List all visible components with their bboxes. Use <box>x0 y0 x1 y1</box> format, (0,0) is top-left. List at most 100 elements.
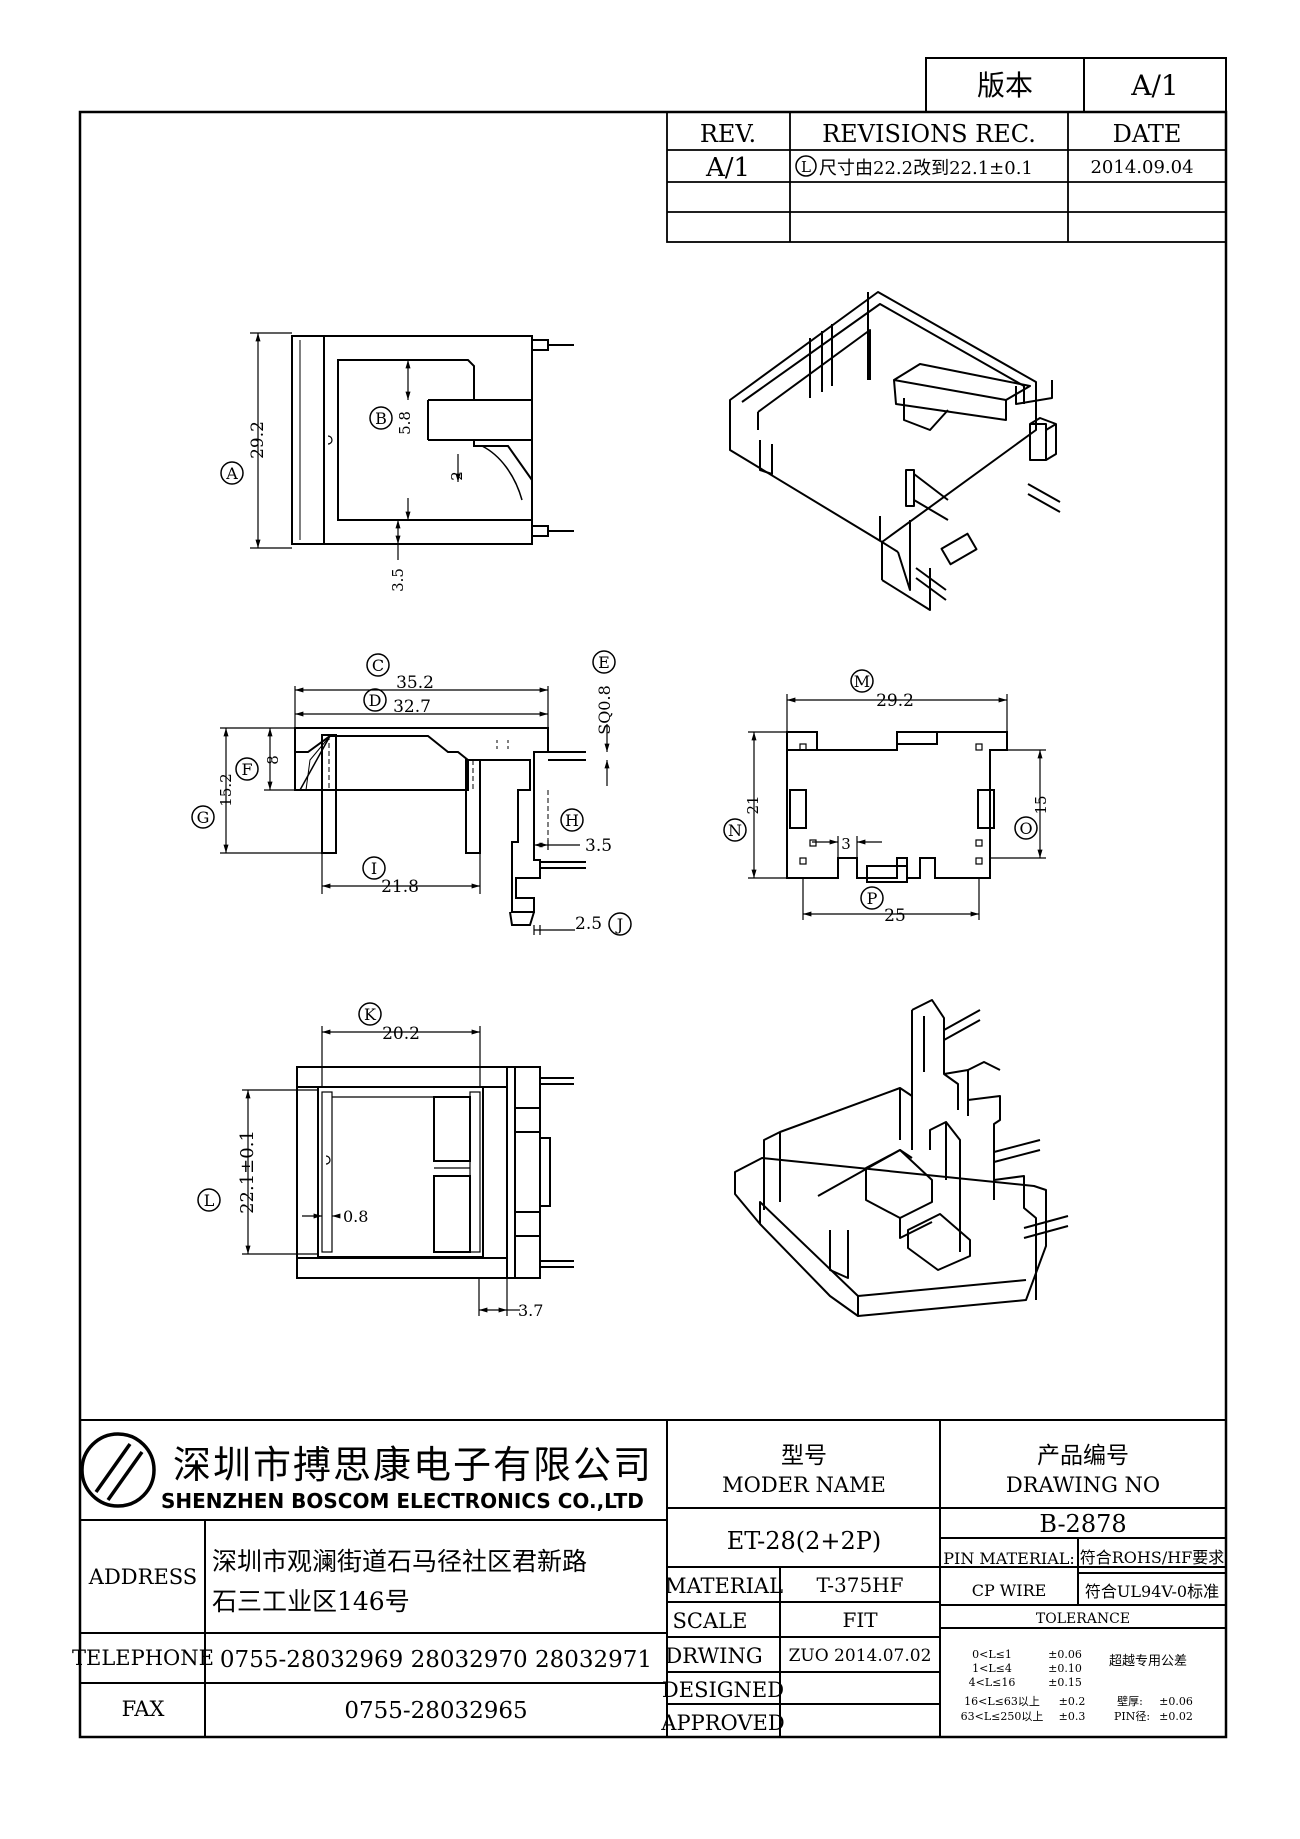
dim-b-circle <box>369 406 393 430</box>
dim-c-value: 35.2 <box>396 673 434 693</box>
dim-m-value: 29.2 <box>876 691 914 711</box>
tolerance-range: 4<L≤16 <box>969 1676 1016 1689</box>
view-top <box>296 1066 574 1279</box>
dim-l-value: 22.1±0.1 <box>237 1130 258 1214</box>
designed-label: DESIGNED <box>662 1678 784 1702</box>
model-label-en: MODER NAME <box>722 1473 886 1497</box>
drwing-label: DRWING <box>665 1644 762 1668</box>
version-value: A/1 <box>1130 69 1178 102</box>
dim-2-value: 2 <box>448 471 466 481</box>
pin-material-value: CP WIRE <box>972 1581 1047 1600</box>
dim-k-circle <box>358 1002 382 1026</box>
dim-b-letter: B <box>375 409 387 428</box>
view-top-dimensions <box>242 1026 520 1316</box>
dim-m-letter: M <box>854 672 870 691</box>
dim-l08-value: 0.8 <box>343 1207 368 1226</box>
dim-d-circle <box>363 688 387 712</box>
drawing-label-cn: 产品编号 <box>1037 1443 1129 1469</box>
dim-e-letter: E <box>598 653 610 672</box>
rev-header: REV. <box>700 120 756 148</box>
dim-n-letter: N <box>728 821 742 840</box>
view-side <box>294 727 586 926</box>
dim-o-circle <box>1014 816 1038 840</box>
tolerance-table: 0<L≤1 ±0.06 1<L≤4 ±0.10 4<L≤16 ±0.15 16<… <box>961 1648 1193 1723</box>
revision-date: 2014.09.04 <box>1090 157 1193 178</box>
dim-i-letter: I <box>371 859 377 878</box>
dim-p-value: 25 <box>884 906 906 926</box>
date-header: DATE <box>1113 120 1182 148</box>
dim-l-circle <box>197 1188 221 1212</box>
dim-g-circle <box>191 805 215 829</box>
view-bottom-dimensions <box>748 694 1046 920</box>
revisions-rec-header: REVISIONS REC. <box>822 120 1036 148</box>
address-line1: 深圳市观澜街道石马径社区君新路 <box>212 1547 587 1576</box>
dim-d-letter: D <box>369 691 382 710</box>
dim-c-circle <box>366 653 390 677</box>
drawing-no-value: B-2878 <box>1039 1510 1126 1538</box>
dim-e-circle <box>592 650 616 674</box>
view-front-dimensions <box>250 332 461 560</box>
dim-k-value: 20.2 <box>382 1024 420 1044</box>
address-line2: 石三工业区146号 <box>212 1587 410 1616</box>
tolerance-range: 1<L≤4 <box>972 1662 1012 1675</box>
dim-p-letter: P <box>867 889 878 908</box>
pin-label: PIN径: <box>1114 1710 1150 1723</box>
company-name-cn: 深圳市搏思康电子有限公司 <box>173 1443 653 1487</box>
telephone-value: 0755-28032969 28032970 28032971 <box>220 1647 652 1673</box>
tolerance-label: TOLERANCE <box>1036 1611 1130 1627</box>
dim-n-circle <box>723 818 747 842</box>
fax-label: FAX <box>122 1697 165 1721</box>
title-block-grid <box>80 1419 1226 1737</box>
drawing-label-en: DRAWING NO <box>1006 1473 1160 1497</box>
dim-j-circle <box>608 912 632 936</box>
dim-i-value: 21.8 <box>381 877 419 897</box>
revision-marker-circle <box>795 155 817 177</box>
material-value: T-375HF <box>816 1573 903 1597</box>
dim-h-circle <box>560 808 584 832</box>
material-label: MATERIAL <box>665 1574 783 1598</box>
dim-f-value: 8 <box>264 755 282 765</box>
view-isometric-bottom <box>734 999 1069 1317</box>
dim-l-letter: L <box>204 1191 215 1210</box>
dim-35-value: 3.5 <box>389 568 407 592</box>
dim-i-circle <box>362 856 386 880</box>
wall-tol: ±0.06 <box>1159 1695 1193 1708</box>
dim-p-circle <box>860 886 884 910</box>
tolerance-value: ±0.10 <box>1048 1662 1082 1675</box>
drwing-value: ZUO 2014.07.02 <box>789 1646 932 1666</box>
version-box <box>925 57 1227 113</box>
sheet-border <box>78 110 1228 1739</box>
view-bottom <box>786 731 1008 883</box>
rev-value: A/1 <box>705 153 750 183</box>
tolerance-value: ±0.3 <box>1059 1710 1086 1723</box>
revision-table <box>666 111 1227 243</box>
company-name-en: SHENZHEN BOSCOM ELECTRONICS CO.,LTD <box>161 1489 644 1513</box>
dim-k-letter: K <box>364 1005 377 1024</box>
tolerance-value: ±0.15 <box>1048 1676 1082 1689</box>
fax-value: 0755-28032965 <box>344 1698 527 1724</box>
dim-e-value: SQ0.8 <box>595 685 614 735</box>
dim-a-letter: A <box>225 464 238 483</box>
view-front <box>291 335 574 545</box>
company-logo <box>80 1432 156 1508</box>
telephone-label: TELEPHONE <box>72 1646 214 1670</box>
dim-j-letter: J <box>615 915 623 934</box>
rohs-value: 符合ROHS/HF要求 <box>1080 1548 1225 1567</box>
dim-g-letter: G <box>197 808 210 827</box>
dim-h-letter: H <box>565 811 579 830</box>
tolerance-value: ±0.06 <box>1048 1648 1082 1661</box>
approved-label: APPROVED <box>660 1711 784 1735</box>
dim-f-circle <box>235 757 259 781</box>
dim-o-value: 15 <box>1032 795 1050 814</box>
extra-tolerance: 超越专用公差 <box>1109 1654 1187 1669</box>
model-label-cn: 型号 <box>781 1443 827 1469</box>
dim-a-value: 29.2 <box>248 421 268 459</box>
dim-p3-value: 3 <box>841 835 851 853</box>
dim-j-value: 2.5 <box>575 914 602 934</box>
dim-f-letter: F <box>241 760 252 779</box>
address-label: ADDRESS <box>88 1565 197 1589</box>
dim-n-value: 21 <box>744 795 762 814</box>
wall-label: 壁厚: <box>1117 1694 1143 1708</box>
dim-g-value: 15.2 <box>217 773 235 806</box>
